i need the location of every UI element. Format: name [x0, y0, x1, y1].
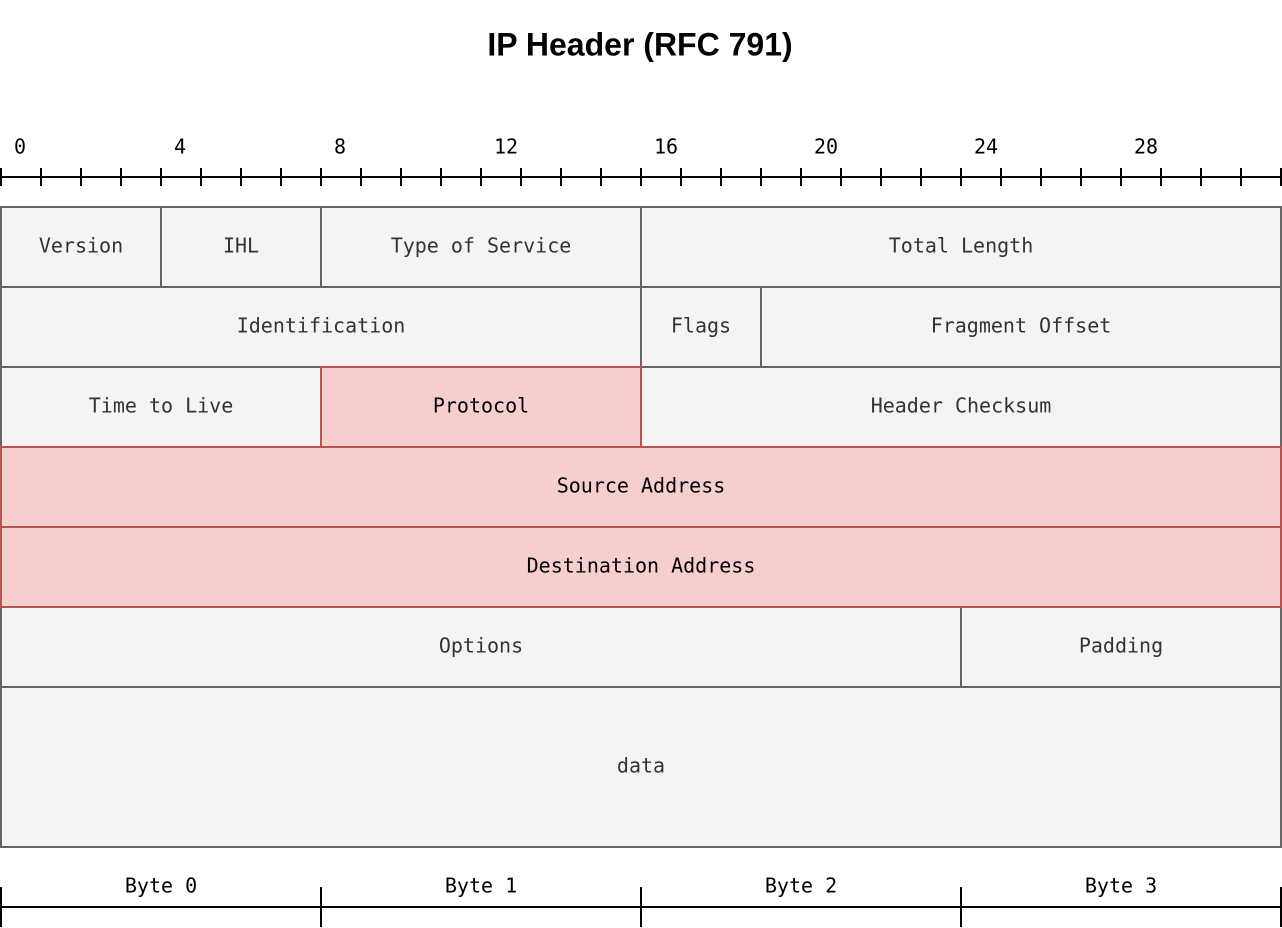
bit-label: 4: [174, 135, 186, 159]
field-flags: Flags: [640, 286, 762, 368]
bit-label: 16: [654, 135, 678, 159]
field-box-destination-address: [0, 526, 1282, 608]
diagram-title: IP Header (RFC 791): [487, 26, 792, 62]
bit-label: 28: [1134, 135, 1158, 159]
bit-label: 12: [494, 135, 518, 159]
field-data: data: [0, 686, 1282, 848]
field-label-type-of-service: Type of Service: [391, 234, 572, 258]
field-header-checksum: Header Checksum: [640, 366, 1282, 448]
field-box-total-length: [640, 206, 1282, 288]
bit-label: 8: [334, 135, 346, 159]
field-destination-address: Destination Address: [0, 526, 1282, 608]
byte-label: Byte 2: [765, 874, 837, 898]
field-label-version: Version: [39, 234, 123, 258]
bit-label: 20: [814, 135, 838, 159]
field-box-time-to-live: [0, 366, 322, 448]
field-time-to-live: Time to Live: [0, 366, 322, 448]
field-protocol: Protocol: [320, 366, 642, 448]
field-total-length: Total Length: [640, 206, 1282, 288]
byte-ruler: Byte 0 Byte 1 Byte 2 Byte 3: [0, 874, 1282, 927]
field-padding: Padding: [960, 606, 1282, 688]
field-label-flags: Flags: [671, 314, 731, 338]
field-version: Version: [0, 206, 162, 288]
header-fields: Version IHL Type of Service Total LengthIde…: [0, 206, 1282, 848]
field-label-data: data: [617, 754, 665, 778]
field-label-protocol: Protocol: [433, 394, 529, 418]
byte-label: Byte 0: [125, 874, 197, 898]
field-ihl: IHL: [160, 206, 322, 288]
field-box-padding: [960, 606, 1282, 688]
field-box-version: [0, 206, 162, 288]
field-label-destination-address: Destination Address: [527, 554, 756, 578]
field-label-identification: Identification: [237, 314, 406, 338]
field-type-of-service: Type of Service: [320, 206, 642, 288]
field-label-fragment-offset: Fragment Offset: [931, 314, 1112, 338]
field-source-address: Source Address: [0, 446, 1282, 528]
field-identification: Identification: [0, 286, 642, 368]
field-label-header-checksum: Header Checksum: [871, 394, 1052, 418]
field-label-time-to-live: Time to Live: [89, 394, 234, 418]
field-label-source-address: Source Address: [557, 474, 726, 498]
field-box-header-checksum: [640, 366, 1282, 448]
field-label-total-length: Total Length: [889, 234, 1034, 258]
byte-label: Byte 1: [445, 874, 517, 898]
field-box-identification: [0, 286, 642, 368]
field-box-ihl: [160, 206, 322, 288]
field-box-source-address: [0, 446, 1282, 528]
field-fragment-offset: Fragment Offset: [760, 286, 1282, 368]
field-box-protocol: [320, 366, 642, 448]
field-label-ihl: IHL: [223, 234, 259, 258]
bit-label: 0: [14, 135, 26, 159]
bit-ruler: 0 4 8 12 16 20 24 28: [0, 135, 1282, 186]
field-label-padding: Padding: [1079, 634, 1163, 658]
field-box-data: [0, 686, 1282, 848]
bit-label: 24: [974, 135, 998, 159]
field-options: Options: [0, 606, 962, 688]
field-label-options: Options: [439, 634, 523, 658]
byte-label: Byte 3: [1085, 874, 1157, 898]
